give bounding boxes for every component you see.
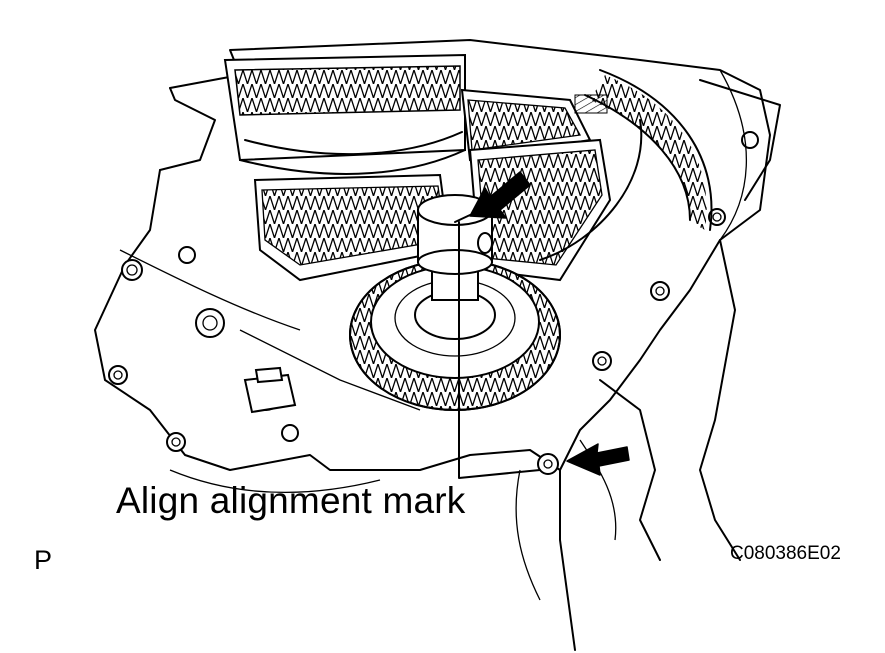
figure-code: C080386E02 xyxy=(730,543,841,564)
shaft xyxy=(417,194,493,301)
transmission-case xyxy=(94,39,781,651)
corner-letter: P xyxy=(34,545,53,575)
arrow-shaft-mark xyxy=(469,171,531,219)
callout-label: Align alignment mark xyxy=(116,480,466,521)
arrow-case-mark xyxy=(566,443,630,476)
counter-gear-cluster xyxy=(253,119,643,282)
bolt-head xyxy=(243,366,297,414)
hatched-detail xyxy=(574,94,608,114)
callout-leader-line xyxy=(458,221,541,479)
output-gear xyxy=(349,259,561,411)
